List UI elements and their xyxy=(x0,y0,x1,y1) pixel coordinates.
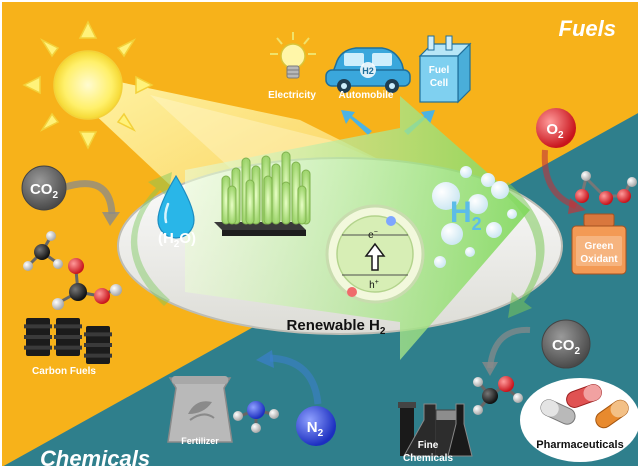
fertilizer-sack-icon xyxy=(167,376,233,443)
electricity-label: Electricity xyxy=(268,90,316,101)
green-oxidant-label-line2: Oxidant xyxy=(580,254,618,265)
pharmaceuticals-label: Pharmaceuticals xyxy=(536,439,623,451)
fine-chemicals-label-line1: Fine xyxy=(418,440,439,451)
lab-flasks-icon xyxy=(398,402,473,457)
formic-acid-molecule-icon xyxy=(52,258,122,310)
hole-label: h+ xyxy=(369,279,379,291)
nanorod xyxy=(263,175,273,225)
nanorod xyxy=(245,179,255,225)
nanorod xyxy=(227,185,237,225)
carbon-fuels-label: Carbon Fuels xyxy=(32,366,96,377)
fuels-label: Fuels xyxy=(559,16,616,41)
water-drop-icon xyxy=(157,174,195,239)
renewable-h2-title: Renewable H2 xyxy=(287,317,386,337)
recycle-arrow-right xyxy=(500,182,545,318)
fuel-cell-icon xyxy=(418,35,472,104)
fuel-cell-label-line2: Cell xyxy=(430,78,449,89)
nanorod xyxy=(281,181,291,225)
green-oxidant-label-line1: Green xyxy=(585,241,614,252)
nanorod-array xyxy=(221,151,311,225)
fine-chemicals-label-line2: Chemicals xyxy=(403,453,453,464)
recycle-arrow-left xyxy=(130,172,172,306)
automobile-label: Automobile xyxy=(339,90,394,101)
co2-to-fuel-arrow xyxy=(60,180,116,215)
co2-to-chem-arrow xyxy=(487,326,531,369)
h2-label: H2 xyxy=(450,196,482,234)
barrel xyxy=(24,318,52,356)
n2-label: N2 xyxy=(307,419,324,439)
barrel xyxy=(84,326,112,364)
n2-bubble xyxy=(296,406,336,446)
nanorod xyxy=(271,163,281,225)
hydrogen-peroxide-molecule-icon xyxy=(575,171,637,205)
barrel xyxy=(54,318,82,356)
co2-left-label: CO2 xyxy=(30,181,59,201)
ammonia-molecule-icon xyxy=(233,401,279,433)
light-bulb-icon xyxy=(270,32,316,79)
car-badge: H2 xyxy=(362,66,374,76)
oil-barrels-icon xyxy=(24,318,112,364)
methanol-molecule-icon xyxy=(473,376,523,415)
fuel-cell-label-line1: Fuel xyxy=(429,65,450,76)
pharmaceuticals-bubble xyxy=(520,378,640,462)
co2-bubble-left xyxy=(21,165,67,211)
green-oxidant-bottle-icon xyxy=(571,213,627,275)
nanorod xyxy=(297,185,307,225)
water-label: (H2O) xyxy=(158,230,196,250)
pills-icon xyxy=(540,384,629,429)
car-icon xyxy=(325,47,411,93)
co2-right-label: CO2 xyxy=(552,337,581,357)
chemicals-label: Chemicals xyxy=(40,446,150,468)
fertilizer-label: Fertilizer xyxy=(181,436,219,446)
co2-bubble-right xyxy=(541,319,591,369)
o2-bubble xyxy=(536,108,576,148)
n2-arrow xyxy=(269,354,322,405)
semiconductor-bandgap xyxy=(325,204,425,304)
o2-label: O2 xyxy=(546,121,564,141)
sun-icon xyxy=(22,20,154,150)
electron-label: e− xyxy=(368,229,378,241)
hydrogen-bubbles xyxy=(432,166,517,268)
methane-molecule-icon xyxy=(23,231,63,271)
